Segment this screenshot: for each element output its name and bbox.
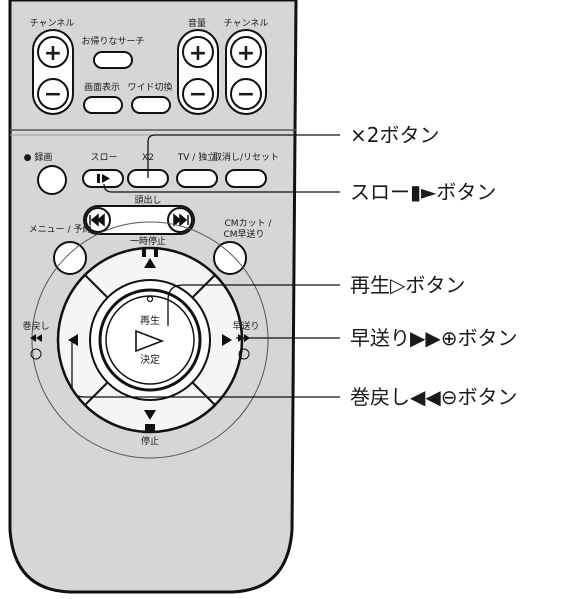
down-arrow-icon — [144, 410, 156, 420]
x2-leader-line — [147, 134, 340, 178]
tv-button[interactable] — [176, 169, 218, 188]
cue-label: 頭出し — [134, 194, 161, 206]
rewind-label: 巻戻し — [22, 320, 49, 332]
nav-outer-guide — [31, 221, 269, 459]
rewind-circle-icon — [30, 348, 42, 360]
return-search-button[interactable] — [93, 51, 133, 69]
display-label: 画面表示 — [84, 81, 120, 93]
display-button[interactable] — [83, 96, 123, 114]
channel-right-down-icon: − — [237, 82, 255, 107]
channel-down-icon: − — [44, 82, 62, 107]
volume-down-icon: − — [189, 82, 207, 107]
play-enter-button[interactable] — [98, 288, 202, 392]
left-arrow-icon — [68, 334, 78, 346]
cue-prev-icon — [89, 213, 105, 227]
slow-play-icon — [102, 174, 110, 183]
volume-up-icon: + — [189, 41, 207, 66]
play-dot-icon — [146, 295, 154, 303]
pause-bar-icon — [142, 249, 146, 257]
channel-right-up-icon: + — [237, 41, 255, 66]
record-label: ● 録画 — [24, 151, 53, 163]
play-outline-icon — [135, 329, 165, 353]
cm-label-2: CM早送り — [223, 228, 264, 240]
cue-rocker[interactable] — [83, 205, 195, 235]
rewind-icon — [30, 334, 42, 342]
cancel-reset-label: 取消し/リセット — [213, 151, 279, 163]
menu-button[interactable] — [53, 241, 87, 275]
channel-up-icon: + — [44, 41, 62, 66]
up-arrow-icon — [144, 258, 156, 268]
volume-label: 音量 — [188, 17, 206, 29]
tv-label: TV / 独立 — [177, 151, 216, 163]
play-callout: 再生▷ボタン — [350, 273, 465, 297]
enter-label: 決定 — [140, 353, 160, 366]
menu-label: メニュー / 予約 — [29, 223, 92, 235]
cancel-reset-button[interactable] — [225, 169, 267, 188]
stop-label: 停止 — [141, 435, 159, 447]
record-button[interactable] — [37, 165, 67, 195]
ff-callout: 早送り▶▶⊕ボタン — [350, 326, 518, 350]
slow-leader-line — [103, 183, 340, 193]
slow-label: スロー — [90, 153, 117, 163]
wide-label: ワイド切換 — [127, 81, 172, 93]
channel-right-label: チャンネル — [224, 18, 269, 29]
slow-callout: スロー▮►ボタン — [350, 180, 496, 204]
wide-button[interactable] — [131, 96, 171, 114]
channel-left-label: チャンネル — [30, 18, 75, 29]
volume-rocker[interactable]: + − — [177, 29, 219, 115]
x2-callout: ×2ボタン — [350, 123, 439, 147]
cm-label-1: CMカット / — [225, 218, 273, 229]
ff-label: 早送り — [232, 320, 259, 332]
ff-circle-icon — [238, 348, 250, 360]
slow-button[interactable] — [82, 169, 124, 188]
rewind-callout: 巻戻し◀◀⊖ボタン — [350, 385, 518, 409]
play-label: 再生 — [140, 314, 160, 327]
channel-right-rocker[interactable]: + − — [225, 29, 267, 115]
play-leader-line — [167, 284, 340, 326]
channel-left-rocker[interactable]: + − — [32, 29, 74, 115]
return-search-label: お帰りなサーチ — [81, 35, 144, 47]
stop-square-icon — [145, 424, 155, 432]
cue-next-icon — [173, 213, 189, 227]
right-arrow-icon — [222, 334, 232, 346]
rewind-leader-line — [71, 342, 340, 398]
pause-label: 一時停止 — [130, 235, 166, 247]
slow-bar-icon — [97, 174, 100, 183]
cm-skip-button[interactable] — [213, 241, 247, 275]
